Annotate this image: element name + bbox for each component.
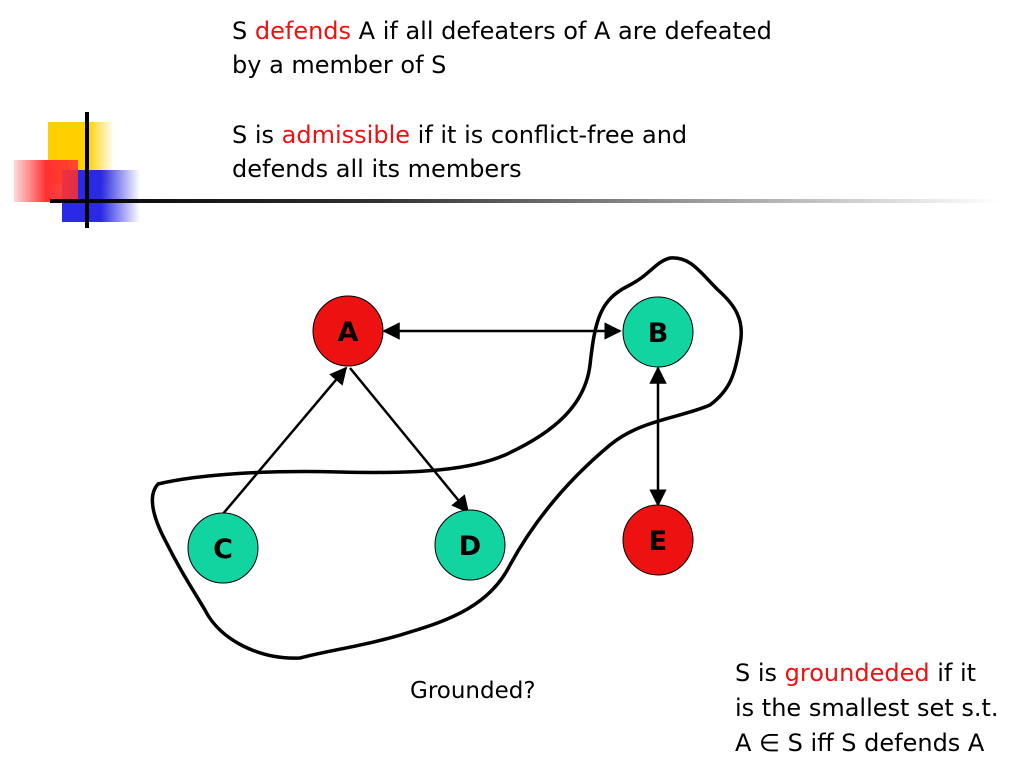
divider-line <box>50 199 1000 203</box>
groundeded-term: groundeded <box>784 659 930 687</box>
admissible-line-1: S is admissible if it is conflict-free a… <box>232 121 688 149</box>
node-e: E <box>622 504 694 576</box>
node-e-label: E <box>649 526 667 557</box>
vertical-line <box>85 112 89 228</box>
node-a: A <box>312 295 384 367</box>
edge-a-d <box>349 367 470 514</box>
groundeded-line-2: is the smallest set s.t. <box>735 694 999 722</box>
node-d: D <box>434 509 506 581</box>
groundeded-line-1: S is groundeded if it <box>735 659 977 687</box>
node-c: C <box>187 512 259 584</box>
node-b: B <box>622 296 694 368</box>
set-enclosure <box>150 256 743 660</box>
admissible-line-2: defends all its members <box>232 155 522 183</box>
node-d-label: D <box>459 531 481 562</box>
node-b-label: B <box>648 318 669 349</box>
defends-term: defends <box>254 17 352 45</box>
defends-definition: S defends A if all defeaters of A are de… <box>232 14 772 82</box>
grounded-question: Grounded? <box>410 678 536 704</box>
edge-c-a <box>221 366 348 516</box>
defends-line-1: S defends A if all defeaters of A are de… <box>232 17 772 45</box>
defends-line-2: by a member of S <box>232 51 447 79</box>
admissible-term: admissible <box>281 121 411 149</box>
node-c-label: C <box>213 534 233 565</box>
groundeded-definition: S is groundeded if it is the smallest se… <box>735 656 999 761</box>
node-a-label: A <box>338 317 359 348</box>
groundeded-line-3: A ∈ S iff S defends A <box>735 729 985 757</box>
decorative-header-graphic <box>14 112 1000 228</box>
admissible-definition: S is admissible if it is conflict-free a… <box>232 118 687 186</box>
red-square <box>14 160 78 202</box>
